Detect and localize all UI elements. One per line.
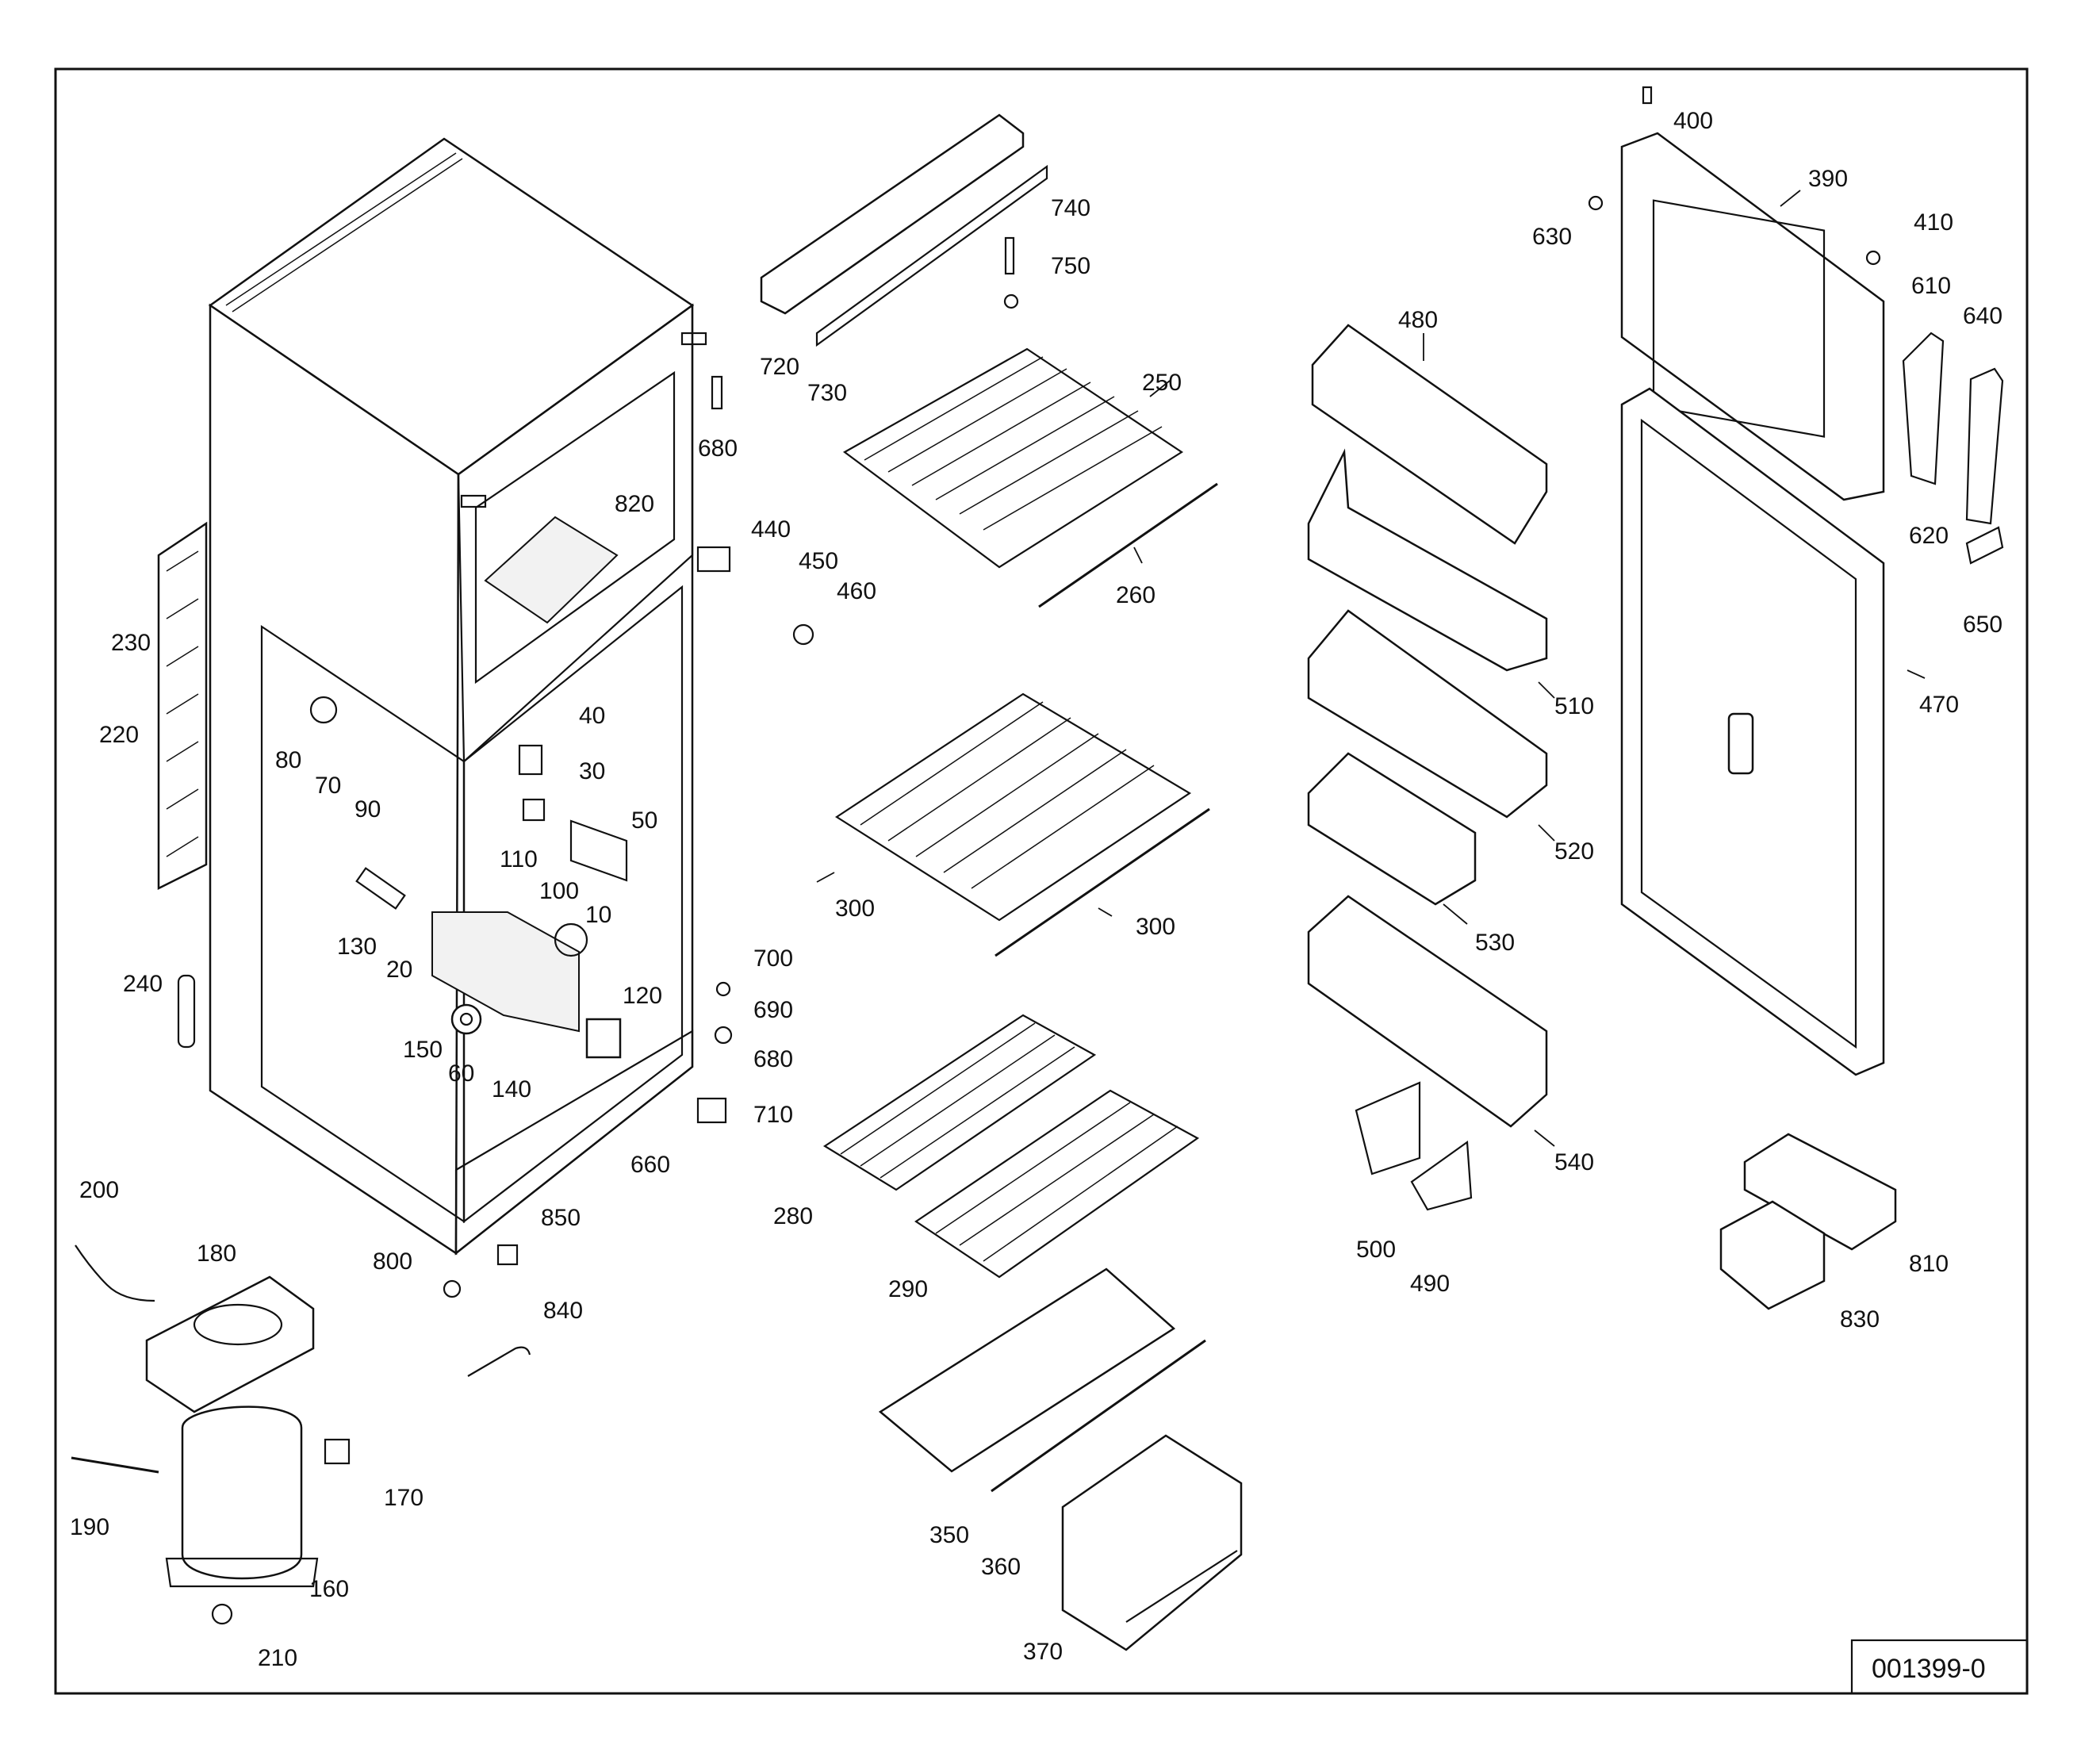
part-label-460: 460	[837, 578, 876, 604]
part-label-450: 450	[799, 548, 838, 574]
condenser-drawing	[157, 521, 208, 1049]
part-label-210: 210	[258, 1645, 297, 1671]
part-label-620: 620	[1909, 523, 1949, 549]
part-label-160: 160	[309, 1576, 349, 1602]
part-label-300a: 300	[835, 895, 875, 922]
part-label-150: 150	[403, 1037, 443, 1063]
hinge-parts	[443, 375, 814, 1377]
part-label-110: 110	[500, 846, 538, 872]
part-label-640: 640	[1963, 303, 2002, 329]
part-label-540: 540	[1554, 1149, 1594, 1175]
glass-shelf-and-crisper	[878, 1267, 1243, 1651]
diagram-frame	[54, 67, 2029, 1695]
part-label-80: 80	[275, 747, 301, 773]
part-label-810: 810	[1909, 1251, 1949, 1277]
part-label-260: 260	[1116, 582, 1155, 608]
part-label-490: 490	[1410, 1271, 1450, 1297]
part-label-30: 30	[579, 758, 605, 784]
part-label-280: 280	[773, 1203, 813, 1229]
part-label-390: 390	[1808, 166, 1848, 192]
part-label-130: 130	[337, 934, 377, 960]
part-label-370: 370	[1023, 1639, 1063, 1665]
part-label-440: 440	[751, 516, 791, 543]
part-label-520: 520	[1554, 838, 1594, 865]
part-label-660: 660	[630, 1152, 670, 1178]
part-label-630: 630	[1532, 224, 1572, 250]
part-label-60: 60	[448, 1060, 474, 1087]
part-label-120: 120	[623, 983, 662, 1009]
part-label-750: 750	[1051, 253, 1090, 279]
part-label-720: 720	[760, 354, 799, 380]
part-label-840: 840	[543, 1298, 583, 1324]
wire-shelves	[822, 347, 1218, 1279]
cabinet-drawing	[208, 137, 707, 1256]
part-label-740: 740	[1051, 195, 1090, 221]
part-label-290: 290	[888, 1276, 928, 1302]
part-label-20: 20	[386, 957, 412, 983]
part-label-700: 700	[753, 945, 793, 972]
part-label-410: 410	[1914, 209, 1953, 236]
part-label-690: 690	[753, 997, 793, 1023]
drawing-id: 001399-0	[1872, 1654, 1986, 1684]
part-label-240: 240	[123, 971, 163, 997]
part-label-90: 90	[354, 796, 381, 823]
part-label-360: 360	[981, 1554, 1021, 1580]
part-label-500: 500	[1356, 1237, 1396, 1263]
part-label-510: 510	[1554, 693, 1594, 719]
part-label-190: 190	[70, 1514, 109, 1540]
part-label-250: 250	[1142, 370, 1182, 396]
part-label-170: 170	[384, 1485, 423, 1511]
part-label-650: 650	[1963, 612, 2002, 638]
part-label-40: 40	[579, 703, 605, 729]
part-label-610: 610	[1911, 273, 1951, 299]
part-label-50: 50	[631, 807, 657, 834]
part-label-70: 70	[315, 773, 341, 799]
part-label-300b: 300	[1136, 914, 1175, 940]
part-label-680b: 680	[753, 1046, 793, 1072]
part-label-220: 220	[99, 722, 139, 748]
doors-drawing	[1588, 86, 2004, 1076]
part-label-530: 530	[1475, 930, 1515, 956]
part-label-680a: 680	[698, 435, 738, 462]
leader-lines	[816, 190, 1926, 1147]
part-label-800: 800	[373, 1248, 412, 1275]
part-label-710: 710	[753, 1102, 793, 1128]
part-label-830: 830	[1840, 1306, 1880, 1333]
part-label-230: 230	[111, 630, 151, 656]
part-labels: 10 20 30 40 50 60 70 80 90 100 110 120 1…	[70, 108, 2002, 1671]
part-label-480: 480	[1398, 307, 1438, 333]
door-bins	[1307, 324, 1548, 1211]
egg-tray-and-box	[1719, 1133, 1897, 1310]
part-label-140: 140	[492, 1076, 531, 1102]
part-label-470: 470	[1919, 692, 1959, 718]
part-label-820: 820	[615, 491, 654, 517]
part-label-180: 180	[197, 1241, 236, 1267]
thermostat-assembly	[309, 696, 628, 1059]
part-label-850: 850	[541, 1205, 581, 1231]
part-label-730: 730	[807, 380, 847, 406]
part-label-200: 200	[79, 1177, 119, 1203]
part-label-100: 100	[539, 878, 579, 904]
part-label-400: 400	[1673, 108, 1713, 134]
top-trim-drawing	[760, 113, 1048, 347]
part-label-350: 350	[929, 1522, 969, 1548]
part-label-10: 10	[585, 902, 611, 928]
compressor-drawing	[71, 1244, 351, 1625]
drawing-id-box: 001399-0	[1850, 1639, 2029, 1695]
